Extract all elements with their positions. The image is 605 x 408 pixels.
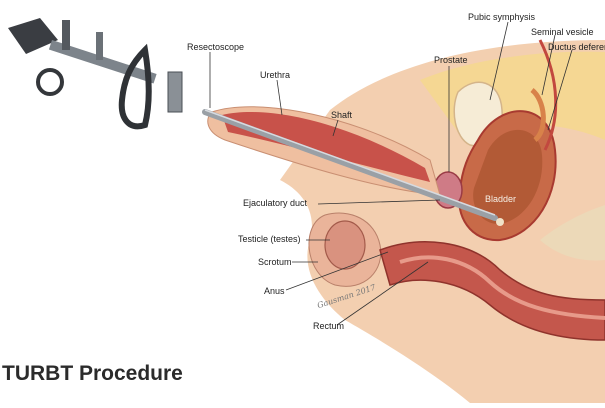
label-resectoscope: Resectoscope xyxy=(187,42,244,53)
label-anus: Anus xyxy=(264,286,285,297)
testicle xyxy=(325,221,365,269)
label-seminal-vesicle: Seminal vesicle xyxy=(531,27,594,38)
label-testicle: Testicle (testes) xyxy=(238,234,301,245)
label-prostate: Prostate xyxy=(434,55,468,66)
bladder-tumor xyxy=(496,218,504,226)
label-ductus-deferens: Ductus deferens xyxy=(548,42,605,53)
label-scrotum: Scrotum xyxy=(258,257,292,268)
label-ejaculatory-duct: Ejaculatory duct xyxy=(243,198,307,209)
page-title: TURBT Procedure xyxy=(2,362,183,386)
label-bladder: Bladder xyxy=(485,194,516,205)
resectoscope-connector xyxy=(62,20,70,50)
label-urethra: Urethra xyxy=(260,70,290,81)
resectoscope-handle xyxy=(122,50,149,126)
label-rectum: Rectum xyxy=(313,321,344,332)
label-shaft: Shaft xyxy=(331,110,352,121)
resectoscope-post xyxy=(96,32,103,60)
label-pubic-symphysis: Pubic symphysis xyxy=(468,12,535,23)
resectoscope-ring xyxy=(38,70,62,94)
resectoscope-valve xyxy=(168,72,182,112)
